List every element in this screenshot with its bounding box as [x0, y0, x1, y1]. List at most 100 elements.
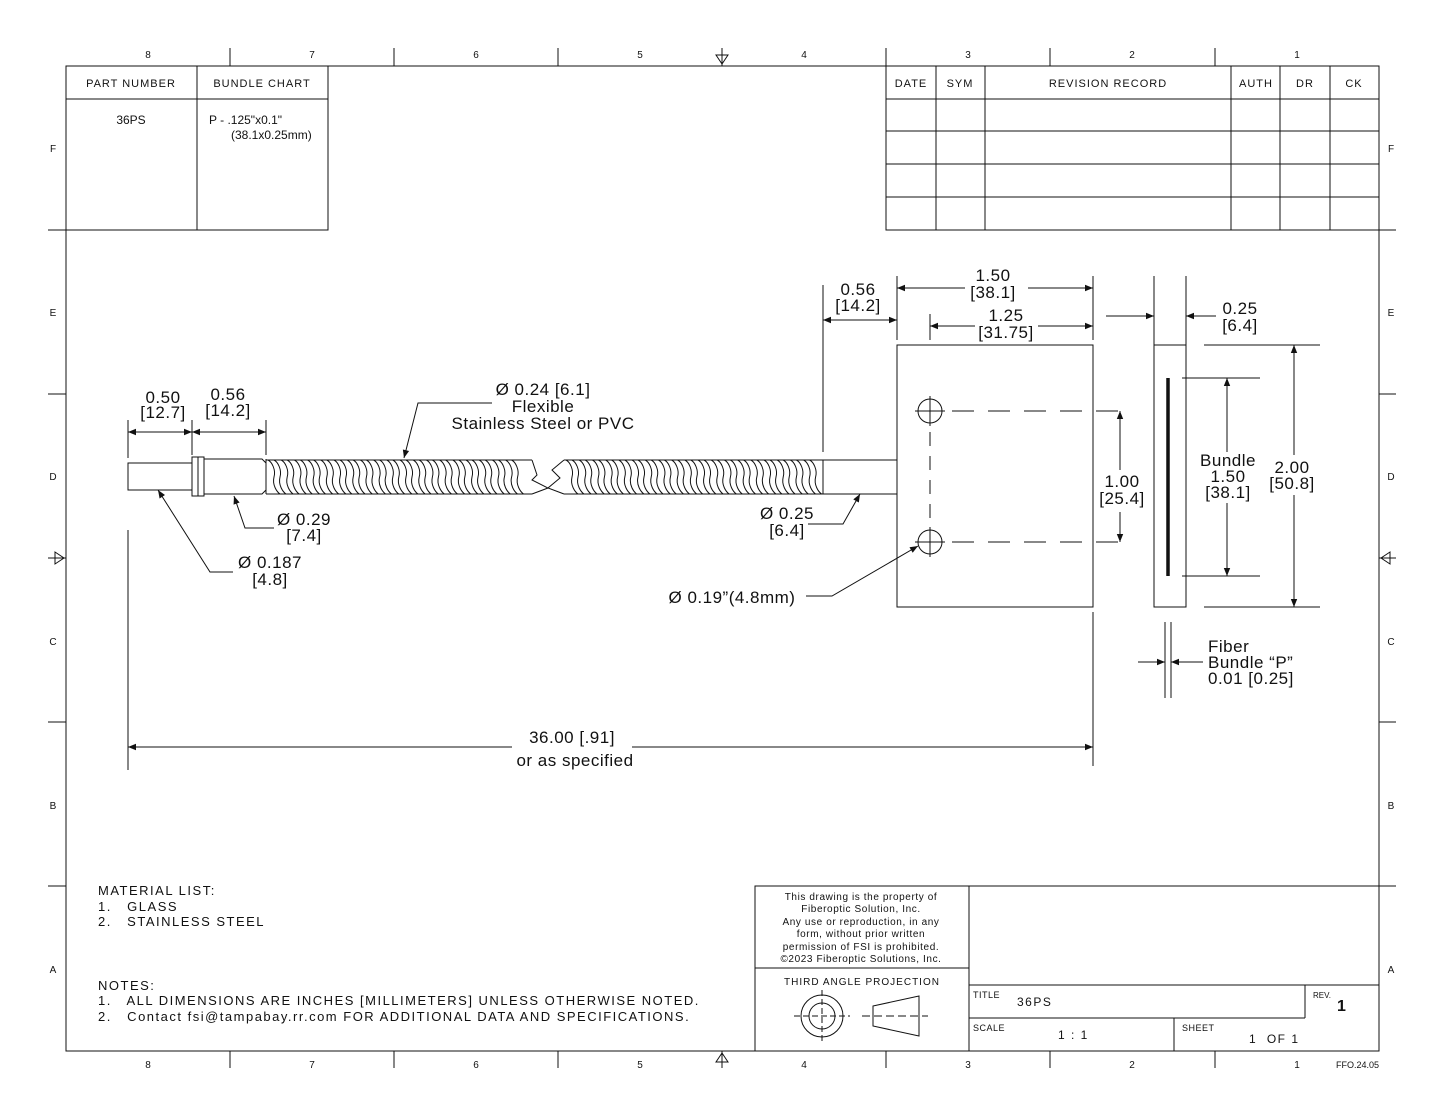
zone-col-8-bottom: 8 [145, 1060, 151, 1071]
spiral-winding [471, 459, 485, 495]
dim-029-mm: [7.4] [286, 526, 322, 545]
spiral-winding [684, 459, 698, 495]
zone-col-3: 3 [965, 50, 971, 61]
spiral-winding [333, 459, 347, 495]
sheath-note-2: Flexible [512, 397, 575, 416]
bracket-front-view [896, 344, 1125, 608]
dim-050: 0.50 [145, 388, 180, 407]
spiral-winding [498, 459, 511, 495]
spiral-winding [790, 459, 803, 495]
dimension-labels: 0.50 [12.7] 0.56 [14.2] Ø 0.24 [6.1] Fle… [140, 266, 1315, 770]
zone-col-4-bottom: 4 [801, 1060, 807, 1071]
zone-col-6-bottom: 6 [473, 1060, 479, 1071]
spiral-winding [703, 459, 717, 495]
zone-row-a-right: A [1388, 965, 1395, 976]
scale-value: 1 : 1 [1058, 1028, 1089, 1042]
cable-assembly [127, 456, 898, 497]
zone-col-1-bottom: 1 [1294, 1060, 1300, 1071]
spiral-winding [611, 459, 624, 495]
dim-length-note: or as specified [516, 751, 633, 770]
rev-header-dr: DR [1296, 78, 1314, 90]
zone-col-7: 7 [309, 50, 315, 61]
property-line-1: This drawing is the property of [785, 892, 938, 903]
spiral-winding [592, 459, 605, 495]
dim-150: 1.50 [975, 266, 1010, 285]
part-number-value: 36PS [116, 113, 145, 127]
spiral-winding [492, 459, 505, 495]
zone-row-a: A [50, 965, 57, 976]
spiral-winding [710, 459, 724, 495]
spiral-winding [690, 459, 704, 495]
note-2: 2. Contact fsi@tampabay.rr.com FOR ADDIT… [98, 1009, 690, 1024]
zone-col-3-bottom: 3 [965, 1060, 971, 1071]
property-line-4: form, without prior written [797, 929, 925, 940]
spiral-winding [418, 459, 432, 495]
spiral-winding [650, 459, 664, 495]
zone-labels: 8 7 6 5 4 3 2 1 8 7 6 5 4 3 2 1 F E D C … [49, 50, 1394, 1071]
spiral-winding [644, 459, 658, 495]
zone-row-f: F [50, 144, 56, 155]
dim-056-ferrule-mm: [14.2] [205, 401, 251, 420]
dim-025-width: 0.25 [1222, 299, 1257, 318]
spiral-winding [803, 459, 816, 495]
spiral-winding [352, 459, 366, 495]
property-line-6: ©2023 Fiberoptic Solutions, Inc. [780, 954, 941, 965]
dim-025-width-mm: [6.4] [1222, 316, 1258, 335]
revision-table: DATE SYM REVISION RECORD AUTH DR CK [885, 65, 1380, 231]
dim-length: 36.00 [.91] [529, 728, 615, 747]
notes-title: NOTES: [98, 978, 155, 993]
spiral-winding [750, 459, 764, 495]
dim-200-mm: [50.8] [1269, 474, 1315, 493]
doc-code: FFO.24.05 [1336, 1060, 1379, 1070]
sheet-value: 1 OF 1 [1249, 1032, 1300, 1046]
ferrule-tip [127, 462, 193, 491]
dim-056-ferrule: 0.56 [210, 385, 245, 404]
spiral-winding [458, 459, 472, 495]
dim-056-tube: 0.56 [840, 280, 875, 299]
material-title: MATERIAL LIST: [98, 883, 216, 898]
bundle-chart-line2: (38.1x0.25mm) [231, 128, 312, 142]
bracket-side-view [1153, 276, 1187, 608]
spiral-winding [763, 459, 777, 495]
spiral-winding [809, 459, 822, 495]
zone-row-e-right: E [1388, 308, 1395, 319]
spiral-winding [658, 459, 671, 495]
spiral-winding [584, 459, 598, 495]
dim-bundle-label: Bundle [1200, 451, 1256, 470]
spiral-sheath-right [565, 459, 822, 495]
spiral-winding [776, 459, 790, 495]
spiral-winding [756, 459, 770, 495]
sheath-note-1: Ø 0.24 [6.1] [496, 380, 591, 399]
dim-125-mm: [31.75] [978, 323, 1034, 342]
dim-bundle-150: 1.50 [1210, 467, 1245, 486]
spiral-winding [505, 459, 518, 495]
spiral-winding [452, 459, 466, 495]
spiral-winding [360, 459, 373, 495]
end-tube [822, 459, 898, 495]
spiral-winding [769, 459, 783, 495]
dim-056-tube-mm: [14.2] [835, 296, 881, 315]
dim-029: Ø 0.29 [277, 510, 331, 529]
dim-bundle-150-mm: [38.1] [1205, 483, 1251, 502]
zone-col-2: 2 [1129, 50, 1135, 61]
fiber-label-2: Bundle “P” [1208, 653, 1293, 672]
dim-200: 2.00 [1274, 458, 1309, 477]
dim-025-tube: Ø 0.25 [760, 504, 814, 523]
spiral-winding [399, 459, 413, 495]
title-value: 36PS [1017, 995, 1052, 1009]
dim-050-mm: [12.7] [140, 403, 186, 422]
spiral-winding [571, 459, 585, 495]
spiral-winding [631, 459, 645, 495]
spiral-winding [405, 459, 419, 495]
dim-150-mm: [38.1] [970, 283, 1016, 302]
rev-header-record: REVISION RECORD [1049, 78, 1167, 90]
spiral-winding [392, 459, 406, 495]
zone-col-4: 4 [801, 50, 807, 61]
spiral-winding [565, 459, 579, 495]
spiral-winding [716, 459, 730, 495]
dim-0187: Ø 0.187 [238, 553, 302, 572]
rev-header-sym: SYM [947, 78, 974, 90]
spiral-winding [730, 459, 743, 495]
bundle-chart-line1: P - .125"x0.1" [209, 113, 282, 127]
